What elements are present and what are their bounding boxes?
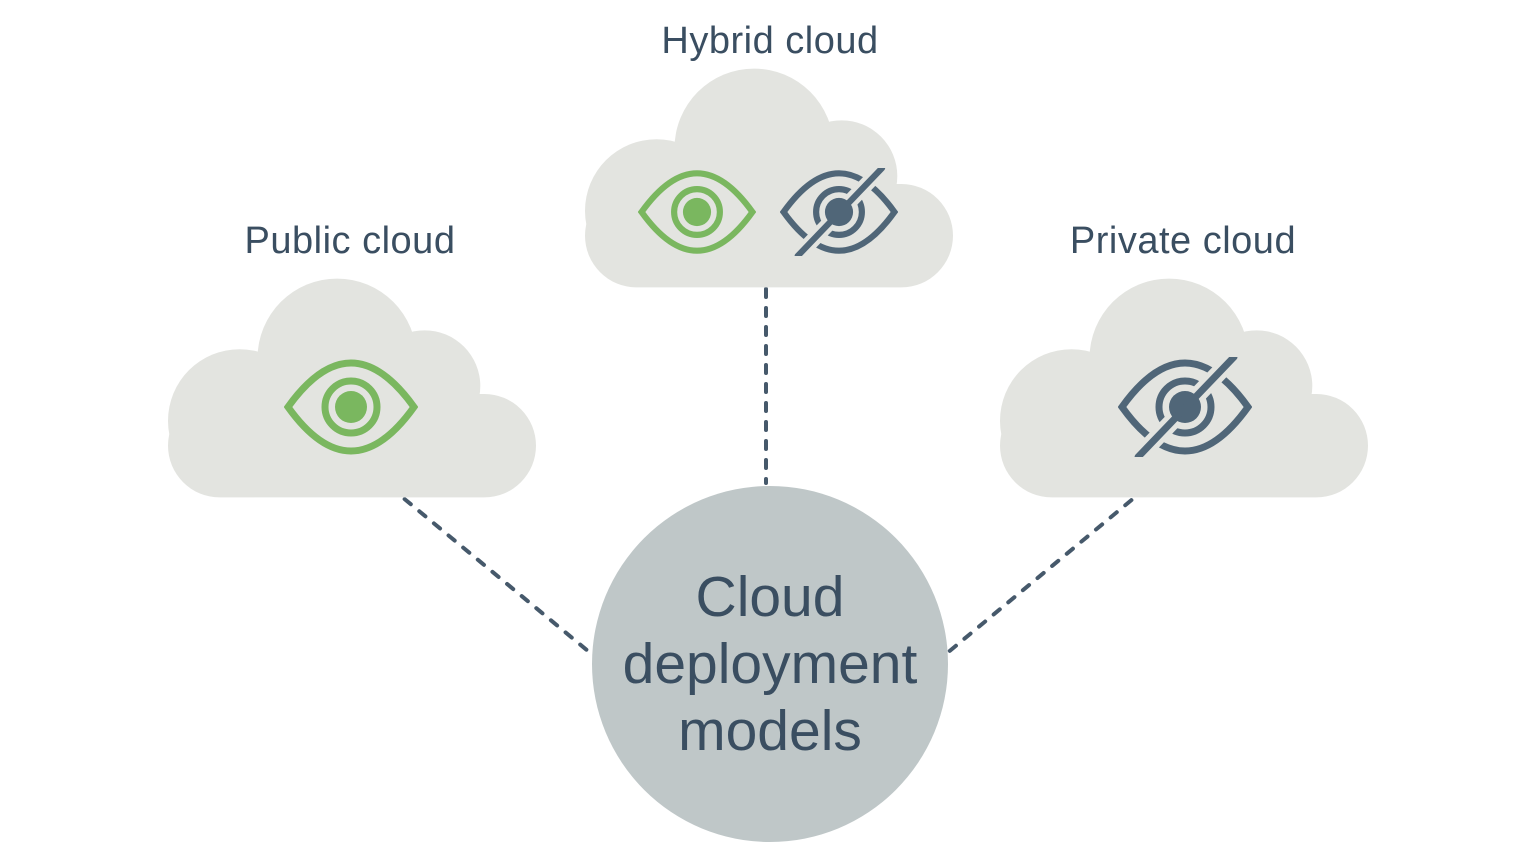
center-title-line: deployment bbox=[622, 631, 918, 696]
connector-private-line bbox=[944, 486, 1148, 656]
eye-hidden-icon bbox=[780, 168, 898, 256]
center-title-line: Cloud bbox=[695, 564, 845, 629]
public-cloud-label: Public cloud bbox=[244, 220, 456, 262]
eye-hidden-icon bbox=[1118, 357, 1252, 457]
hybrid-cloud-label: Hybrid cloud bbox=[661, 20, 879, 62]
connector-public-line bbox=[388, 485, 596, 658]
center-circle: Cloud deployment models bbox=[592, 486, 948, 842]
center-title-line: models bbox=[678, 698, 862, 763]
eye-visible-icon bbox=[284, 357, 418, 457]
eye-visible-icon bbox=[638, 168, 756, 256]
private-cloud-label: Private cloud bbox=[1069, 220, 1297, 262]
